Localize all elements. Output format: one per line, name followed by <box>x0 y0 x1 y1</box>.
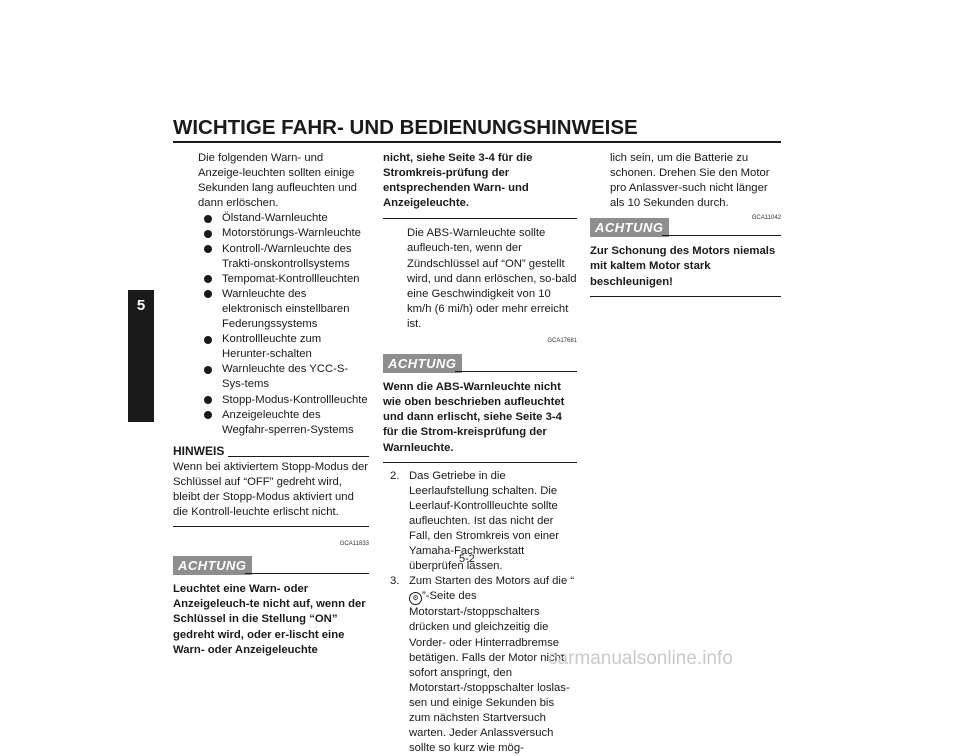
achtung-rule <box>662 235 781 237</box>
achtung-badge: ACHTUNG <box>383 354 462 374</box>
list-item: Kontroll-/Warnleuchte des Trakti-onskont… <box>203 242 369 272</box>
hinweis-header: HINWEIS <box>173 444 369 460</box>
achtung-badge: ACHTUNG <box>173 556 252 576</box>
step-text-start: Zum Starten des Motors auf die “ <box>409 575 575 588</box>
achtung-header: ACHTUNG <box>383 354 577 376</box>
intro-text: Die folgenden Warn- und Anzeige-leuchten… <box>198 152 357 210</box>
chapter-tab-label: 5 <box>136 297 146 314</box>
list-item: Motorstörungs-Warnleuchte <box>203 226 369 241</box>
list-item: Warnleuchte des elektronisch einstellbar… <box>203 287 369 332</box>
start-steps: 2. Das Getriebe in die Leerlaufstellung … <box>383 469 577 756</box>
page-title: WICHTIGE FAHR- UND BEDIENUNGSHINWEISE <box>173 116 638 139</box>
abs-text: Die ABS-Warnleuchte sollte aufleuch-ten,… <box>407 227 577 330</box>
hinweis-rule <box>228 455 369 457</box>
list-item: Ölstand-Warnleuchte <box>203 211 369 226</box>
warning-end-rule <box>383 218 577 220</box>
title-rule <box>173 141 781 143</box>
achtung-rule <box>455 371 577 373</box>
achtung-text: Leuchtet eine Warn- oder Anzeigeleuch-te… <box>173 583 366 656</box>
hinweis-text: Wenn bei aktiviertem Stopp-Modus der Sch… <box>173 460 369 519</box>
page-number: 5-2 <box>459 553 475 565</box>
hinweis-label: HINWEIS <box>173 443 225 458</box>
achtung-badge: ACHTUNG <box>590 218 669 238</box>
achtung-end-rule <box>383 461 577 463</box>
step-text: Das Getriebe in die Leerlaufstellung sch… <box>409 469 560 573</box>
list-item: Anzeigeleuchte des Wegfahr-sperren-Syste… <box>203 408 369 438</box>
continued-warning-text: nicht, siehe Seite 3-4 für die Stromkrei… <box>383 152 533 210</box>
achtung-text: Zur Schonung des Motors niemals mit kalt… <box>590 245 776 288</box>
step-number: 2. <box>390 469 400 482</box>
list-item: Kontrollleuchte zum Herunter-schalten <box>203 332 369 362</box>
step-text-end: ”-Seite des Motorstart-/stoppschalters d… <box>409 590 570 755</box>
achtung-end-rule <box>590 295 781 297</box>
column-1: Die folgenden Warn- und Anzeige-leuchten… <box>173 151 369 658</box>
achtung-text: Wenn die ABS-Warnleuchte nicht wie oben … <box>383 381 565 454</box>
reference-code: GCA11833 <box>339 541 369 548</box>
reference-code: GCA17681 <box>547 338 577 345</box>
step-number: 3. <box>390 575 400 588</box>
list-item: Warnleuchte des YCC-S-Sys-tems <box>203 362 369 392</box>
chapter-tab: 5 <box>128 290 154 422</box>
hinweis-end-rule <box>173 526 369 528</box>
achtung-rule <box>245 573 369 575</box>
column-3: lich sein, um die Batterie zu schonen. D… <box>590 151 781 297</box>
achtung-header: ACHTUNG GCA11042 <box>590 215 781 240</box>
list-item: Stopp-Modus-Kontrollleuchte <box>203 393 369 408</box>
reference-code: GCA11042 <box>751 215 781 222</box>
achtung-header: ACHTUNG <box>173 556 369 578</box>
engine-start-icon: ⚙ <box>409 592 422 606</box>
continued-text: lich sein, um die Batterie zu schonen. D… <box>610 152 770 210</box>
watermark: carmanualsonline.info <box>548 648 733 669</box>
list-item: Tempomat-Kontrollleuchten <box>203 272 369 287</box>
warning-light-list: Ölstand-Warnleuchte Motorstörungs-Warnle… <box>199 211 369 437</box>
list-item: 2. Das Getriebe in die Leerlaufstellung … <box>390 469 577 575</box>
